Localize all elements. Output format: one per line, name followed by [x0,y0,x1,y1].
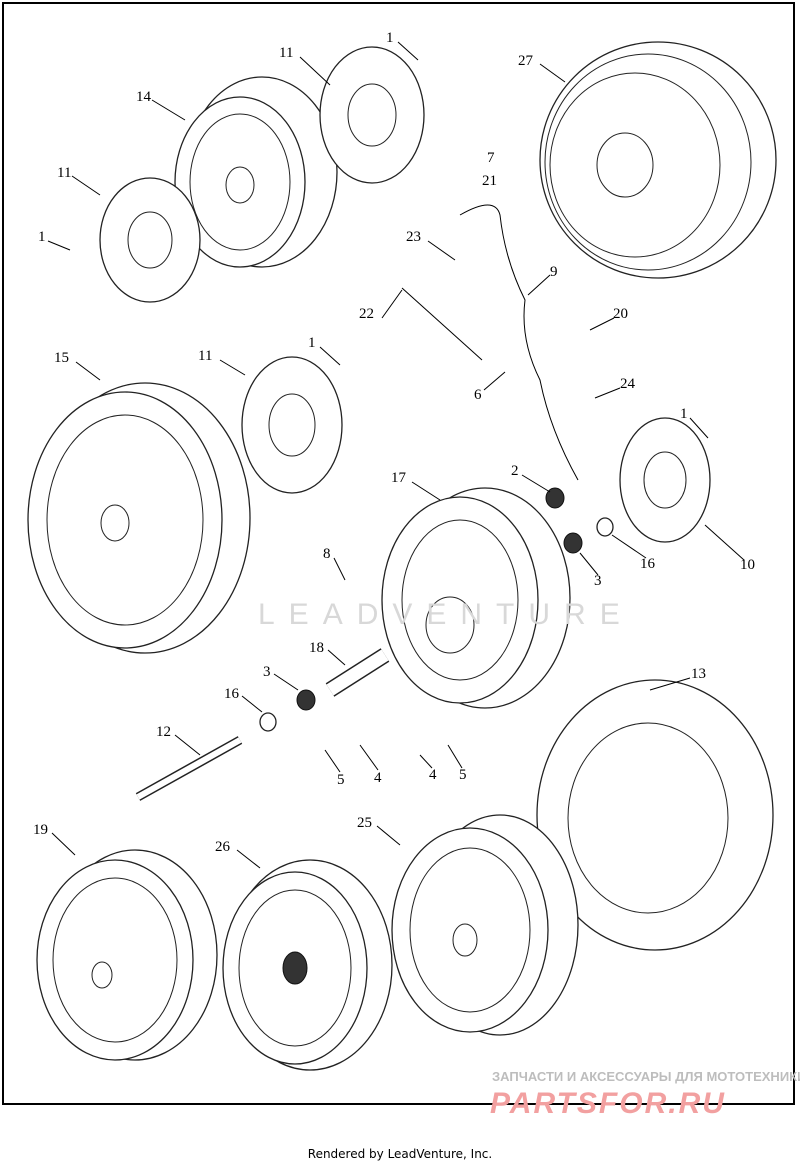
callout: 2 [511,463,519,479]
callout: 12 [156,724,171,740]
callout: 1 [386,30,394,46]
parts-diagram: 1 11 27 14 7 21 11 23 1 9 20 22 11 1 15 … [27,30,777,1071]
callout: 6 [474,387,482,403]
callout: 21 [482,173,497,189]
brake-disc-11-mid [241,356,343,494]
callout-labels: 1 11 27 14 7 21 11 23 1 9 20 22 11 1 15 … [33,30,755,855]
wheel-15 [27,382,251,654]
bearing-3-left [296,689,316,711]
callout: 27 [518,53,534,69]
callout: 17 [391,470,407,486]
wheel-26 [222,859,393,1071]
spacer-16-left [259,712,277,732]
callout: 14 [136,89,152,105]
callout: 4 [374,770,382,786]
callout: 26 [215,839,231,855]
callout: 19 [33,822,48,838]
bearing-3-right [563,532,583,554]
tire-13 [536,679,774,951]
callout: 1 [680,406,688,422]
callout: 11 [279,45,293,61]
wheel-25 [391,814,579,1036]
wheel-27 [539,41,777,279]
callout: 1 [38,229,46,245]
site-logo: PARTSFOR.RU [490,1087,726,1120]
callout: 1 [308,335,316,351]
wheel-19 [36,849,218,1061]
callout: 24 [620,376,636,392]
callout: 10 [740,557,755,573]
brake-disc-10 [619,417,711,543]
callout: 13 [691,666,706,682]
site-tagline: ЗАПЧАСТИ И АКСЕССУАРЫ ДЛЯ МОТОТЕХНИКИ [492,1069,800,1084]
brake-disc-11-left [99,177,201,303]
footer-credit: Rendered by LeadVenture, Inc. [307,1147,493,1161]
callout: 22 [359,306,374,322]
brake-disc-11-top [319,46,425,184]
callout: 5 [337,772,345,788]
callout: 8 [323,546,331,562]
callout: 5 [459,767,467,783]
spacer-18 [325,648,390,697]
callout: 9 [550,264,558,280]
callout: 16 [224,686,240,702]
axle-12 [135,736,243,801]
wheel-17 [381,487,571,709]
diagram-frame [2,2,795,1105]
spacer-16-right [596,517,614,537]
callout: 11 [57,165,71,181]
sensor-cable-9 [459,204,579,481]
callout: 3 [263,664,271,680]
callout: 20 [613,306,628,322]
callout: 4 [429,767,437,783]
callout: 18 [309,640,324,656]
callout: 16 [640,556,656,572]
callout: 11 [198,348,212,364]
callout: 3 [594,573,602,589]
leader-lines [47,41,745,869]
callout: 23 [406,229,421,245]
callout: 25 [357,815,372,831]
wheel-14 [174,76,338,268]
callout: 7 [487,150,495,166]
tie-22 [401,287,483,361]
bearing-2 [545,487,565,509]
callout: 15 [54,350,69,366]
watermark: LEADVENTURE [258,598,634,631]
